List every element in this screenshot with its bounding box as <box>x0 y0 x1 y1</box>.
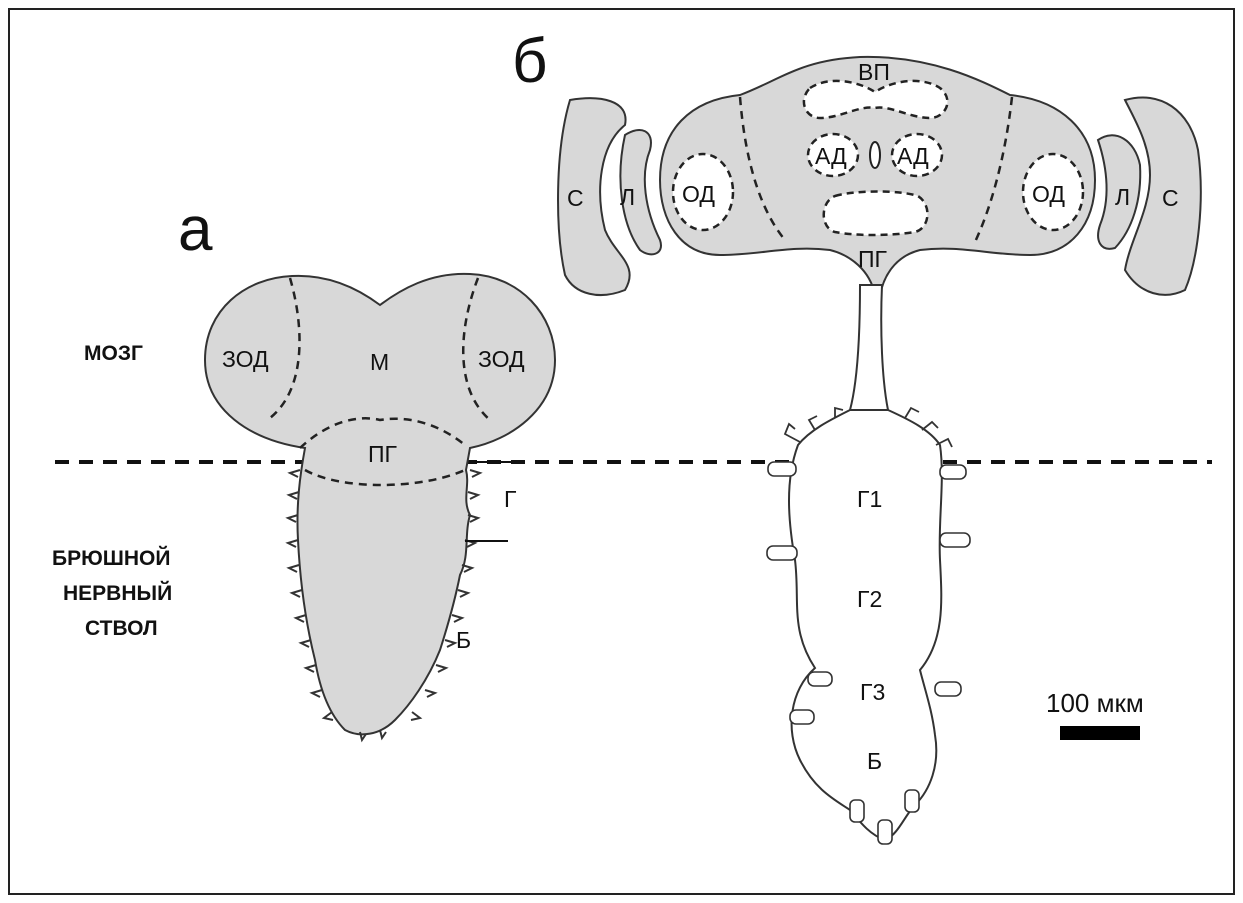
label-pg-b: ПГ <box>858 246 888 272</box>
label-cord-line2: НЕРВНЫЙ <box>63 581 172 605</box>
label-m: М <box>370 349 389 375</box>
label-l-right: Л <box>1115 184 1130 210</box>
panel-a-brain <box>205 274 555 734</box>
nerve-stump <box>878 820 892 844</box>
nerve-stump <box>940 533 970 547</box>
label-zod-left: ЗОД <box>222 346 269 372</box>
panel-b-connective <box>850 285 888 410</box>
scale-bar-label: 100 мкм <box>1046 688 1144 718</box>
label-b-a: Б <box>456 627 471 653</box>
nerve-stump <box>850 800 864 822</box>
label-od-left: ОД <box>682 181 715 207</box>
panel-a: а ЗОД М ЗОД ПГ Г Б <box>178 195 555 740</box>
nerve-stump <box>905 790 919 812</box>
label-brain: МОЗГ <box>84 342 143 365</box>
nerve-stump <box>767 546 797 560</box>
label-ad-right: АД <box>897 143 929 169</box>
nerve-stump <box>935 682 961 696</box>
panel-b-ventral-cord <box>789 410 942 840</box>
label-s-left: С <box>567 185 584 211</box>
label-pg-a: ПГ <box>368 441 398 467</box>
scale-bar <box>1060 726 1140 740</box>
label-ad-left: АД <box>815 143 847 169</box>
panel-b: б ВП АД АД ОД ОД С Л Л С ПГ Г1 Г2 Г3 Б <box>512 27 1201 844</box>
label-s-right: С <box>1162 185 1179 211</box>
label-g-a: Г <box>504 486 517 512</box>
nerve-stump <box>768 462 796 476</box>
panel-a-letter: а <box>178 195 213 264</box>
label-b-b: Б <box>867 748 882 774</box>
panel-b-letter: б <box>512 27 548 96</box>
nerve-stump <box>790 710 814 724</box>
label-g1: Г1 <box>857 486 882 512</box>
nerve-stump <box>940 465 966 479</box>
label-cord-line3: СТВОЛ <box>85 617 158 640</box>
label-l-left: Л <box>620 184 635 210</box>
nerve-stump <box>808 672 832 686</box>
label-cord-line1: БРЮШНОЙ <box>52 546 170 570</box>
panel-b-central-neuropil <box>870 142 880 168</box>
label-g3: Г3 <box>860 679 885 705</box>
label-zod-right: ЗОД <box>478 346 525 372</box>
label-vp: ВП <box>858 59 890 85</box>
label-od-right: ОД <box>1032 181 1065 207</box>
panel-b-pg-neuropil <box>824 192 928 236</box>
label-g2: Г2 <box>857 586 882 612</box>
